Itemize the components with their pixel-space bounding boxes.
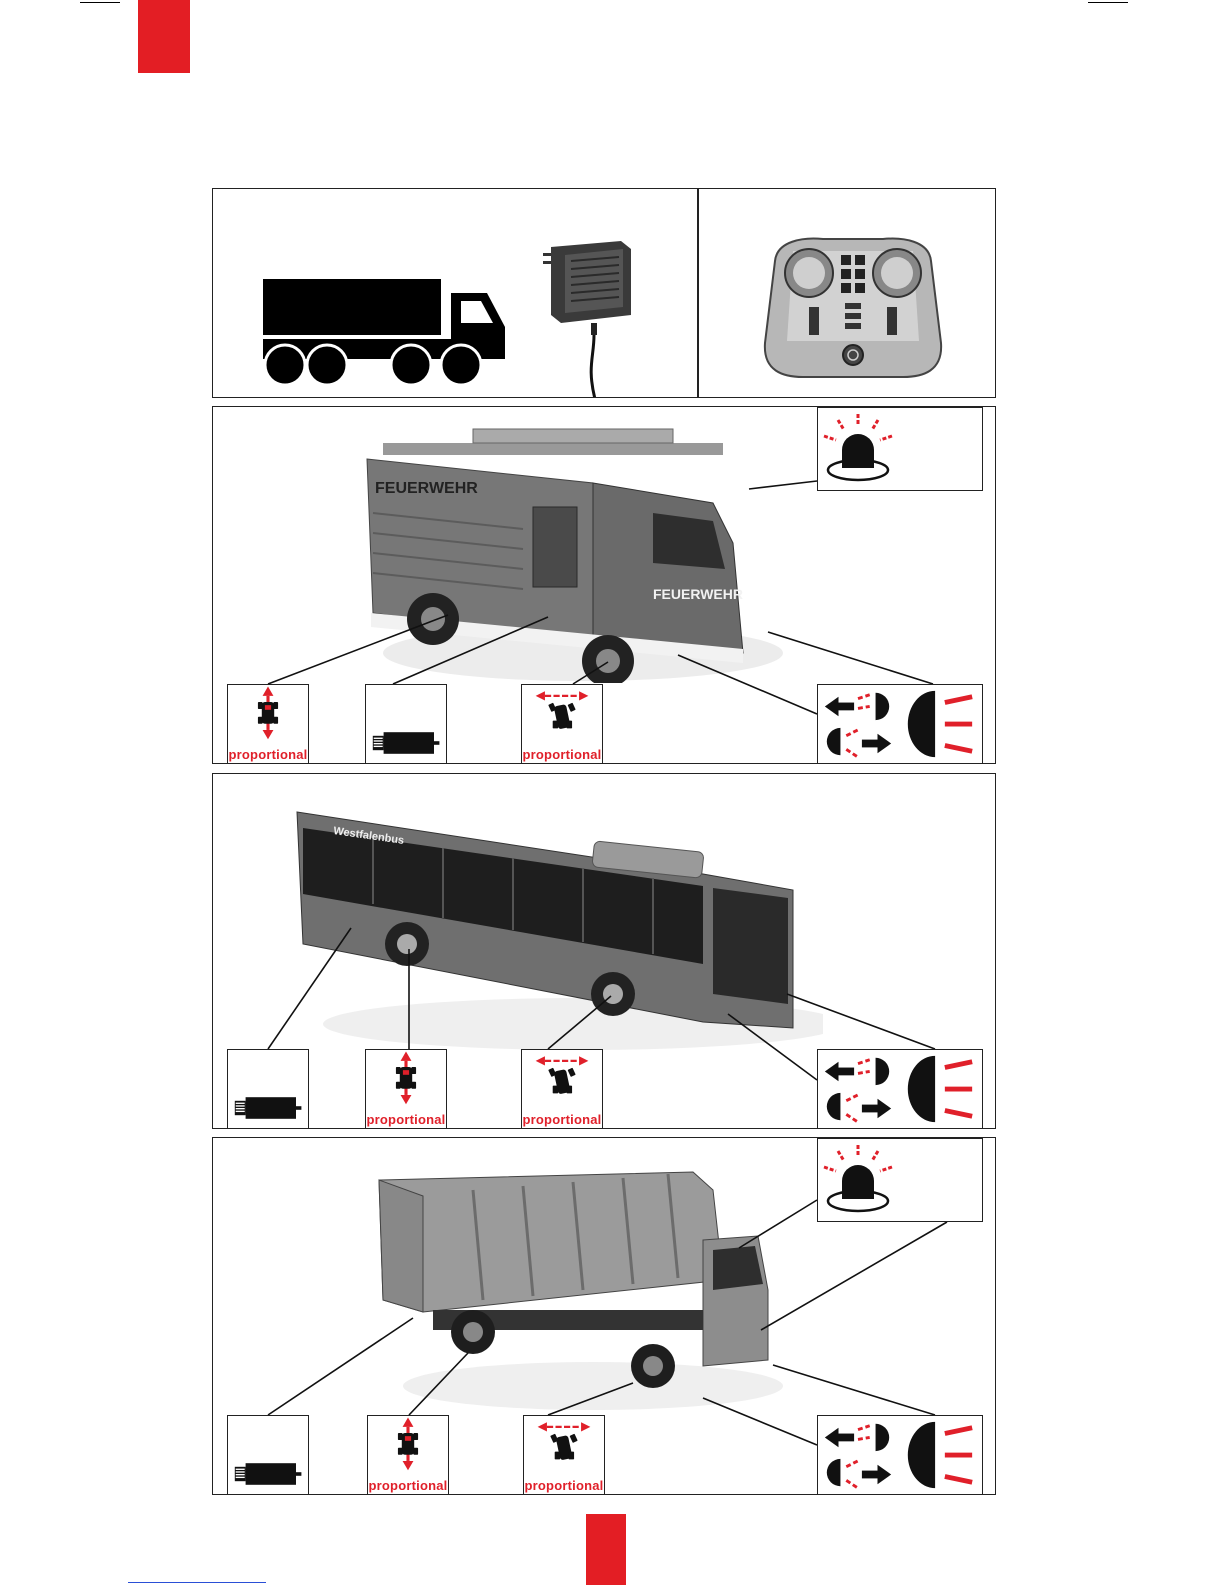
header-red-tab <box>138 0 190 73</box>
footer-red-page-tab <box>586 1514 626 1585</box>
fire-steering-icon: proportional <box>521 684 603 764</box>
garbage-beacon-icon <box>817 1138 901 1222</box>
garbage-drive-icon: proportional <box>367 1415 449 1495</box>
proportional-label: proportional <box>524 1478 604 1493</box>
fire-beacon-blank-box <box>899 407 983 491</box>
fire-drive-icon: proportional <box>227 684 309 764</box>
bus-headlight-icon <box>899 1049 983 1129</box>
garbage-steering-icon: proportional <box>523 1415 605 1495</box>
panel-divider <box>697 189 699 398</box>
garbage-beacon-blank-box <box>899 1138 983 1222</box>
header-rule-left <box>80 2 120 3</box>
fire-headlight-icon <box>899 684 983 764</box>
truck-silhouette-icon <box>261 275 511 387</box>
garbage-truck-panel: proportional proportional <box>212 1137 996 1495</box>
fire-indicator-icon <box>817 684 901 764</box>
proportional-label: proportional <box>522 747 602 762</box>
proportional-label: proportional <box>522 1112 602 1127</box>
contents-panel <box>212 188 996 398</box>
bus-steering-icon: proportional <box>521 1049 603 1129</box>
bus-battery-icon <box>227 1049 309 1129</box>
fire-truck-panel: FEUERWEHR FEUERWEHR proportional proport… <box>212 406 996 764</box>
garbage-headlight-icon <box>899 1415 983 1495</box>
bus-indicator-icon <box>817 1049 901 1129</box>
garbage-battery-icon <box>227 1415 309 1495</box>
proportional-label: proportional <box>366 1112 446 1127</box>
proportional-label: proportional <box>368 1478 448 1493</box>
fire-battery-icon <box>365 684 447 764</box>
header-rule-right <box>1088 2 1128 3</box>
garbage-indicator-icon <box>817 1415 901 1495</box>
footer-link-underline <box>128 1582 266 1583</box>
proportional-label: proportional <box>228 747 308 762</box>
remote-control-icon <box>753 231 953 381</box>
bus-panel: Westfalenbus proportional proportional <box>212 773 996 1129</box>
fire-beacon-icon <box>817 407 901 491</box>
bus-drive-icon: proportional <box>365 1049 447 1129</box>
power-adapter-icon <box>531 237 641 398</box>
